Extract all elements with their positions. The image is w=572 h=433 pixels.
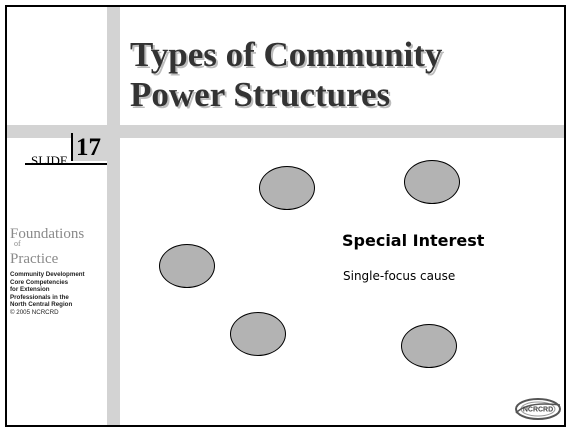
slide-number: 17 bbox=[76, 134, 101, 161]
special-interest-heading: Special Interest bbox=[342, 231, 485, 250]
group-circle-top-left bbox=[259, 166, 315, 210]
sidebar-line: North Central Region bbox=[10, 301, 73, 309]
slide-frame: Types of Community Power Structures SLID… bbox=[5, 5, 566, 427]
header-divider-horizontal bbox=[7, 125, 564, 138]
sidebar-copyright: © 2005 NCRCRD bbox=[10, 308, 59, 316]
group-circle-mid-left bbox=[159, 244, 215, 288]
slide-label: SLIDE bbox=[31, 153, 68, 168]
sidebar-line: Professionals in the bbox=[10, 293, 69, 301]
group-circle-bottom-left bbox=[230, 312, 286, 356]
ncrcrd-logo: NCRCRD bbox=[515, 398, 561, 420]
practice-word: Practice bbox=[10, 251, 59, 267]
sidebar-line: Community Development bbox=[10, 271, 85, 278]
group-circle-top-right bbox=[404, 160, 460, 204]
sidebar-description: Community Development Core Competencies … bbox=[10, 271, 108, 317]
sidebar-line: for Extension bbox=[10, 286, 50, 294]
slide-title: Types of Community Power Structures bbox=[130, 35, 442, 115]
slide-number-box bbox=[71, 133, 109, 161]
group-circle-bottom-right bbox=[401, 324, 457, 368]
foundations-logo: Foundations of bbox=[10, 226, 85, 248]
slide-title-line-2: Power Structures bbox=[130, 75, 391, 114]
sidebar-divider-vertical bbox=[107, 7, 120, 425]
slide-number-rule bbox=[25, 163, 107, 165]
ncrcrd-logo-text: NCRCRD bbox=[523, 407, 553, 414]
foundations-of: of bbox=[14, 239, 21, 248]
special-interest-description: Single-focus cause bbox=[343, 269, 456, 283]
slide-title-line-1: Types of Community bbox=[130, 35, 443, 74]
sidebar-line: Core Competencies bbox=[10, 278, 69, 286]
foundations-word: Foundations bbox=[10, 226, 85, 242]
